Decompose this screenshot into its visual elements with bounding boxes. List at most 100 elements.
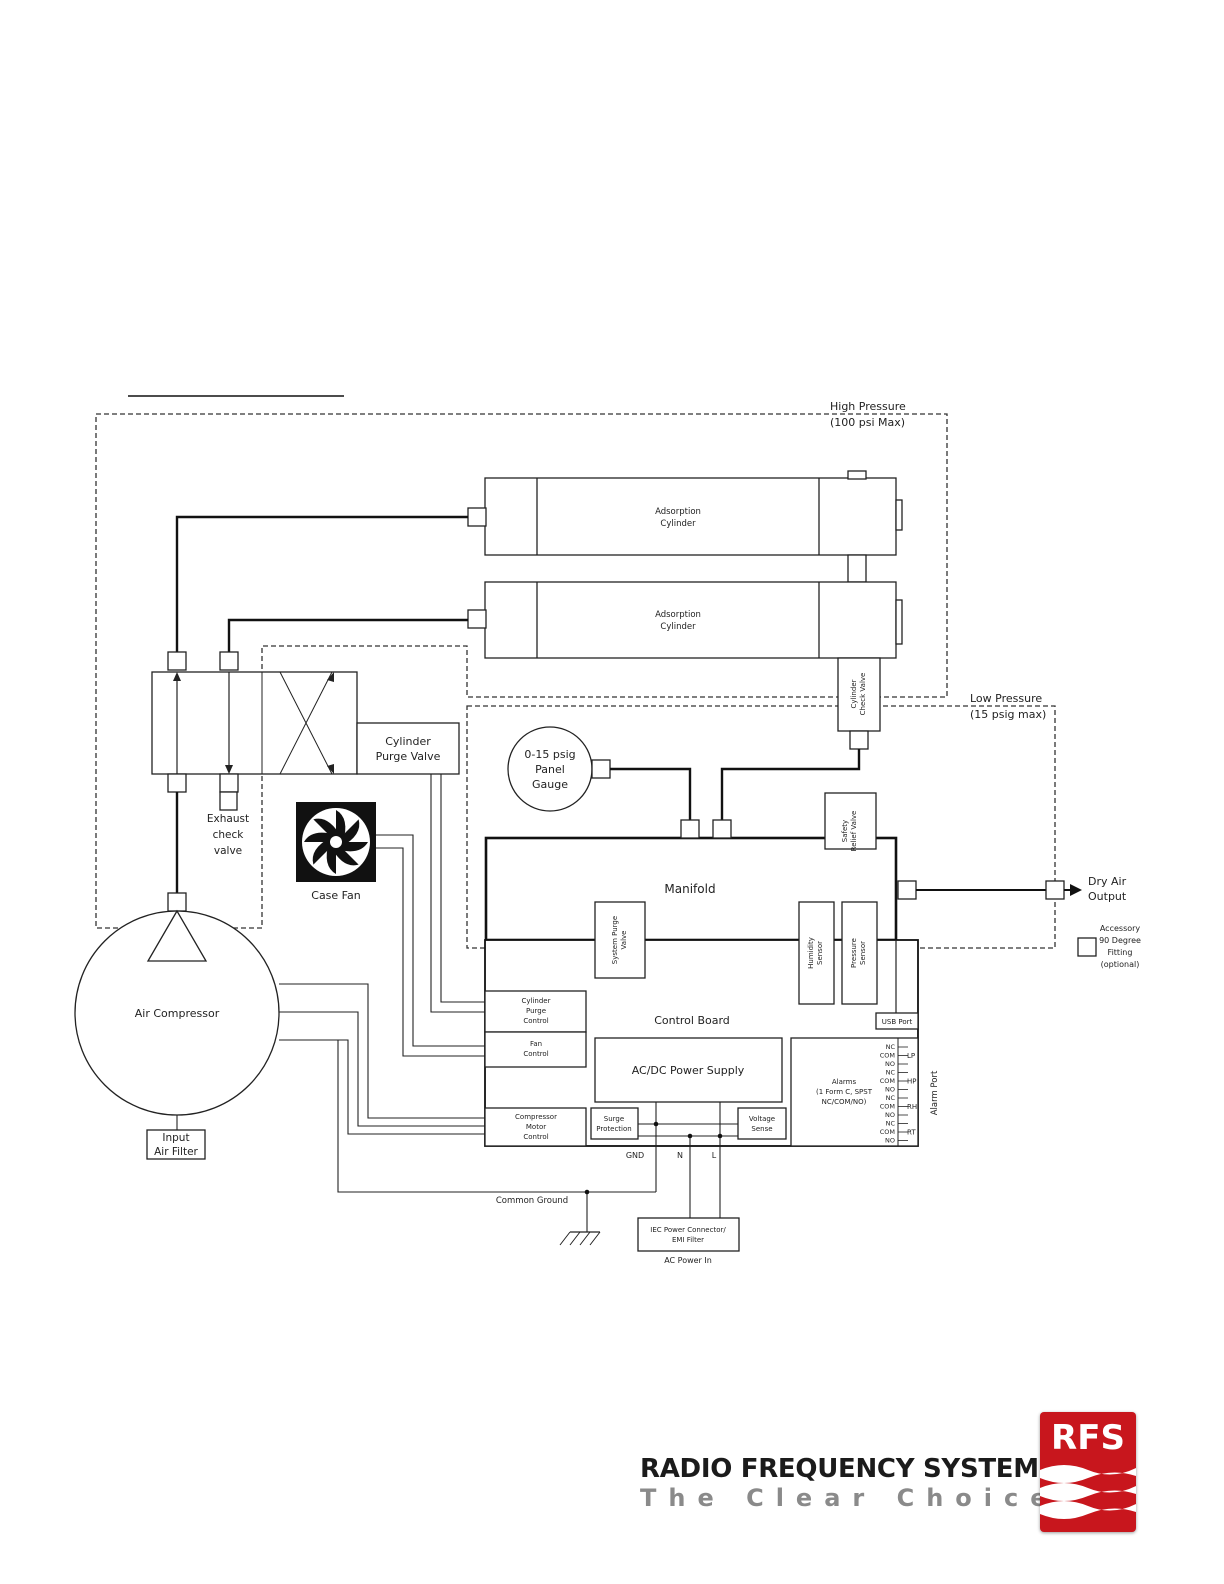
- pipe-to-cylinder-2: [227, 618, 468, 652]
- dry-air-label-line1: Dry Air: [1088, 875, 1127, 888]
- cylinder-2-label-line2: Cylinder: [660, 622, 696, 632]
- adsorption-cylinder-1: Adsorption Cylinder: [467, 470, 903, 556]
- compressor-motor-control: [484, 1107, 587, 1147]
- ac-power-in-label: AC Power In: [664, 1256, 712, 1265]
- logo-company-name: RADIO FREQUENCY SYSTEMS: [640, 1454, 1058, 1484]
- surge-label-line1: Surge: [604, 1115, 624, 1123]
- alarms-label-line3: NC/COM/NO): [822, 1098, 867, 1106]
- pressure-label-line2: Sensor: [859, 941, 867, 965]
- low-pressure-label: Low Pressure: [970, 692, 1042, 705]
- rfs-badge-icon: RFS: [1040, 1412, 1136, 1532]
- power-supply-label: AC/DC Power Supply: [632, 1064, 745, 1077]
- humidity-label-line2: Sensor: [816, 941, 824, 965]
- alarm-pin-label: COM: [880, 1128, 895, 1136]
- cylinder-purge-control: [484, 990, 587, 1033]
- alarm-port-label: Alarm Port: [930, 1070, 940, 1115]
- alarm-pin-label: COM: [880, 1077, 895, 1085]
- alarm-group-label: HP: [907, 1078, 917, 1086]
- acdc-power-supply: [594, 1037, 783, 1103]
- air-compressor-label: Air Compressor: [135, 1007, 220, 1020]
- check-valve-label-line1: Cylinder: [850, 679, 858, 708]
- purge-valve-label-line2: Purge Valve: [376, 750, 441, 763]
- surge-protection: [590, 1107, 639, 1140]
- accessory-label-line4: (optional): [1101, 960, 1140, 969]
- accessory-label-line3: Fitting: [1108, 948, 1133, 957]
- safety-relief-valve: [824, 792, 877, 850]
- gnd-label: GND: [626, 1151, 644, 1160]
- badge-waves-icon: [1040, 1465, 1136, 1519]
- usb-port: [875, 1012, 919, 1030]
- valve-block: [151, 651, 358, 811]
- voltage-sense-label-line1: Voltage: [749, 1115, 775, 1123]
- system-purge-label-line1: System Purge: [611, 916, 619, 964]
- exhaust-check-valve-label-line1: Exhaust: [207, 813, 249, 825]
- purge-control-label-line3: Control: [523, 1017, 548, 1025]
- iec-label-line1: IEC Power Connector/: [650, 1226, 726, 1234]
- exhaust-check-valve-label-line2: check: [213, 829, 245, 841]
- purge-valve-label-line1: Cylinder: [385, 735, 431, 748]
- pressure-label-line1: Pressure: [850, 938, 858, 968]
- accessory-fitting-icon: [1077, 937, 1097, 957]
- ground-icon: [559, 1231, 601, 1246]
- high-pressure-label: High Pressure: [830, 400, 906, 413]
- input-filter-label-line1: Input: [162, 1132, 189, 1144]
- panel-gauge-label-line1: 0-15 psig: [524, 748, 575, 761]
- alarms-label-line2: (1 Form C, SPST: [816, 1088, 873, 1096]
- alarm-group-label: RH: [907, 1103, 917, 1111]
- alarm-group-label: LP: [907, 1052, 915, 1060]
- adsorption-cylinder-2: Adsorption Cylinder: [467, 581, 903, 659]
- pipe-check-valve-to-manifold: [720, 749, 861, 820]
- n-label: N: [677, 1151, 683, 1160]
- panel-gauge-label-line2: Panel: [535, 763, 565, 776]
- usb-port-label: USB Port: [882, 1018, 913, 1026]
- case-fan-icon: [296, 802, 376, 882]
- alarm-pin-label: NC: [886, 1043, 896, 1051]
- safety-relief-label-line2: Relief Valve: [850, 811, 858, 852]
- motor-control-label-line2: Motor: [526, 1123, 546, 1131]
- high-pressure-boundary: [95, 413, 948, 929]
- iec-label-line2: EMI Filter: [672, 1236, 704, 1244]
- compressor-triangle-icon: [146, 909, 208, 962]
- input-air-filter: [146, 1129, 206, 1160]
- fan-control: [484, 1031, 587, 1068]
- cylinder-check-valve: Cylinder Check Valve: [837, 657, 881, 750]
- panel-gauge-label-line3: Gauge: [532, 778, 568, 791]
- common-ground-label: Common Ground: [496, 1196, 568, 1206]
- logo-tagline-text: The Clear Choice: [640, 1484, 1059, 1512]
- humidity-sensor: [798, 901, 835, 1005]
- control-board-label: Control Board: [654, 1014, 730, 1027]
- alarms-label-line1: Alarms: [832, 1078, 857, 1086]
- system-purge-valve: [594, 901, 646, 979]
- motor-control-label-line3: Control: [523, 1133, 548, 1141]
- alarm-pin-label: NO: [885, 1111, 895, 1119]
- pipe-gauge-to-manifold: [610, 767, 692, 820]
- pressure-sensor: [841, 901, 878, 1005]
- alarm-group-label: RT: [907, 1129, 916, 1137]
- cylinder-link: [847, 554, 867, 583]
- pipe-to-cylinder-1: [175, 515, 468, 652]
- dry-air-port: [1045, 880, 1065, 900]
- alarm-pin-label: COM: [880, 1103, 895, 1111]
- iec-power-connector: [637, 1217, 740, 1252]
- fan-control-label-line2: Control: [523, 1050, 548, 1058]
- rfs-badge-text: RFS: [1051, 1418, 1125, 1458]
- alarm-pin-label: NC: [886, 1094, 896, 1102]
- control-wiring: [279, 774, 721, 1232]
- check-valve-label-line2: Check Valve: [859, 673, 867, 716]
- fan-control-label-line1: Fan: [530, 1040, 542, 1048]
- alarms-block: [790, 1037, 919, 1147]
- case-fan-label: Case Fan: [311, 889, 360, 902]
- exhaust-check-valve-label-line3: valve: [214, 845, 242, 857]
- logo-tagline: The Clear Choice®: [640, 1484, 1071, 1512]
- humidity-label-line1: Humidity: [807, 937, 815, 969]
- cylinder-1-label-line2: Cylinder: [660, 519, 696, 529]
- high-pressure-max-label: (100 psi Max): [830, 416, 905, 429]
- panel-gauge-port: [591, 759, 611, 779]
- low-pressure-max-label: (15 psig max): [970, 708, 1046, 721]
- voltage-sense-label-line2: Sense: [751, 1125, 772, 1133]
- cylinder-purge-valve: [356, 722, 460, 775]
- motor-control-label-line1: Compressor: [515, 1113, 557, 1121]
- accessory-label-line2: 90 Degree: [1099, 936, 1141, 945]
